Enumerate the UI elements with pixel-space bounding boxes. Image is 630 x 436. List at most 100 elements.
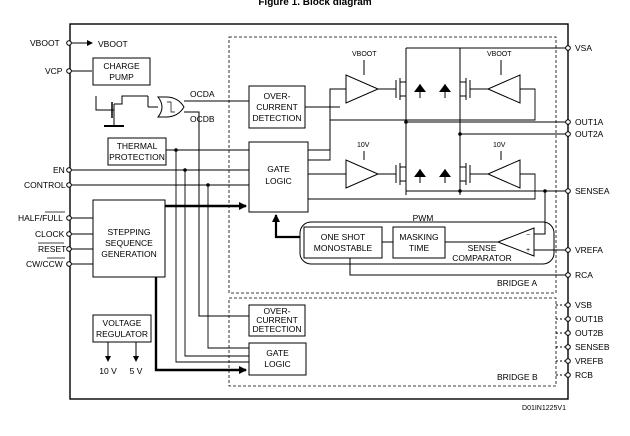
pin-clock: CLOCK [35, 229, 100, 239]
svg-text:GENERATION: GENERATION [101, 249, 157, 259]
ocd-b-line: OCDB [184, 111, 249, 317]
svg-text:TIME: TIME [409, 243, 430, 253]
pin-half-full: HALF/FULL [18, 211, 93, 223]
high-side-driver-left [345, 74, 380, 104]
svg-text:GATE: GATE [266, 348, 289, 358]
vboot-high-label: VBOOT [352, 51, 377, 58]
ten-v-right-label: 10V [493, 142, 506, 149]
svg-text:GATE: GATE [267, 164, 290, 174]
svg-text:CURRENT: CURRENT [256, 102, 298, 112]
stepping-sequence-block: STEPPING SEQUENCE GENERATION [92, 199, 166, 278]
svg-text:THERMAL: THERMAL [117, 141, 158, 151]
svg-text:VCP: VCP [45, 66, 63, 76]
pin-out2-a: OUT2A [556, 129, 604, 139]
pin-en: EN [53, 165, 249, 175]
svg-text:STEPPING: STEPPING [108, 227, 151, 237]
pin-sense-b: SENSEB [556, 342, 610, 352]
low-side-driver-right [486, 159, 521, 189]
svg-text:SENSEA: SENSEA [575, 186, 610, 196]
bridge-b-region [228, 297, 557, 387]
svg-text:RCA: RCA [575, 270, 593, 280]
pin-cw-ccw: CW/CCW [26, 257, 93, 269]
svg-text:CONTROL: CONTROL [24, 180, 66, 190]
bus-to-gate-b [154, 277, 247, 374]
pin-vref-a: VREFA [556, 245, 603, 255]
svg-text:MONOSTABLE: MONOSTABLE [314, 243, 373, 253]
svg-text:RCB: RCB [575, 370, 593, 380]
svg-text:LOGIC: LOGIC [264, 359, 290, 369]
overcurrent-detection-b: OVER- CURRENT DETECTION [248, 304, 306, 337]
svg-text:OCDB: OCDB [190, 114, 215, 124]
voltage-regulator-block: VOLTAGE REGULATOR 10 V 5 V [92, 314, 152, 376]
pin-rc-b: RCB [556, 370, 593, 380]
pwm-loop: ONE SHOT MONOSTABLE MASKING TIME PWM − +… [272, 191, 556, 276]
svg-text:SENSEB: SENSEB [575, 342, 610, 352]
svg-text:VREFB: VREFB [575, 356, 604, 366]
svg-text:CHARGE: CHARGE [103, 61, 140, 71]
svg-text:ONE SHOT: ONE SHOT [321, 232, 365, 242]
charge-pump-block: CHARGE PUMP [92, 57, 151, 86]
svg-text:MASKING: MASKING [399, 232, 438, 242]
ocd-transistor [95, 95, 158, 127]
svg-text:HALF/FULL: HALF/FULL [18, 213, 63, 223]
pin-sense-a: SENSEA [556, 186, 610, 196]
svg-text:VSA: VSA [575, 43, 592, 53]
svg-text:OVER-: OVER- [264, 91, 291, 101]
svg-text:REGULATOR: REGULATOR [96, 329, 148, 339]
ocd-a-line: OCDA [184, 89, 249, 102]
wire-en-b [184, 170, 249, 357]
svg-text:OVER-: OVER- [264, 306, 291, 316]
svg-text:PUMP: PUMP [109, 72, 134, 82]
svg-text:VOLTAGE: VOLTAGE [103, 318, 142, 328]
svg-text:EN: EN [53, 165, 65, 175]
pin-rc-a: RCA [556, 270, 593, 280]
pin-out2-b: OUT2B [556, 328, 604, 338]
svg-text:OUT2A: OUT2A [575, 129, 604, 139]
reg-10v-label: 10 V [99, 366, 117, 376]
figure-code: D01IN1225V1 [522, 405, 566, 412]
svg-text:LOGIC: LOGIC [265, 176, 291, 186]
pin-vboot: VBOOT VBOOT [30, 38, 128, 49]
mosfet-bridge-a [378, 47, 556, 195]
pin-vref-b: VREFB [556, 356, 604, 366]
svg-text:OUT1B: OUT1B [575, 314, 604, 324]
bridge-a-region [228, 36, 557, 294]
svg-text:SENSE: SENSE [468, 243, 497, 253]
pin-reset: RESET [38, 242, 93, 254]
pwm-label: PWM [413, 213, 434, 223]
svg-text:+: + [526, 247, 530, 254]
svg-text:COMPARATOR: COMPARATOR [452, 253, 512, 263]
vboot-out-label: VBOOT [98, 39, 128, 49]
or-gate [156, 96, 185, 118]
vboot-high-label-2: VBOOT [487, 51, 512, 58]
pin-vs-a: VSA [556, 43, 592, 53]
svg-text:DETECTION: DETECTION [252, 113, 301, 123]
pin-out1-a: OUT1A [556, 117, 604, 127]
svg-text:CURRENT: CURRENT [256, 315, 298, 325]
high-side-driver-right [486, 74, 521, 104]
wire-thermal-b [175, 150, 249, 363]
pin-out1-b: OUT1B [556, 314, 604, 324]
overcurrent-detection-a: OVER- CURRENT DETECTION [248, 85, 340, 129]
bridge-a-label: BRIDGE A [497, 278, 537, 288]
wire-control-b [207, 185, 249, 349]
gate-logic-b: GATE LOGIC [248, 342, 307, 376]
svg-text:VBOOT: VBOOT [30, 38, 60, 48]
pin-control: CONTROL [24, 180, 249, 190]
svg-text:DETECTION: DETECTION [252, 324, 301, 334]
svg-text:PROTECTION: PROTECTION [109, 152, 165, 162]
bridge-b-label: BRIDGE B [497, 372, 538, 382]
chip-boundary [69, 23, 569, 400]
low-side-driver-left [345, 159, 380, 189]
svg-text:OUT1A: OUT1A [575, 117, 604, 127]
figure-title: Figure 1. Block diagram [258, 0, 371, 8]
svg-text:CLOCK: CLOCK [35, 229, 65, 239]
pin-vcp: VCP [45, 66, 92, 76]
gate-logic-a: GATE LOGIC [248, 141, 309, 213]
svg-text:CW/CCW: CW/CCW [26, 259, 63, 269]
svg-text:SEQUENCE: SEQUENCE [105, 238, 153, 248]
ten-v-left-label: 10V [357, 142, 370, 149]
svg-text:VSB: VSB [575, 300, 592, 310]
pin-vs-b: VSB [556, 300, 592, 310]
